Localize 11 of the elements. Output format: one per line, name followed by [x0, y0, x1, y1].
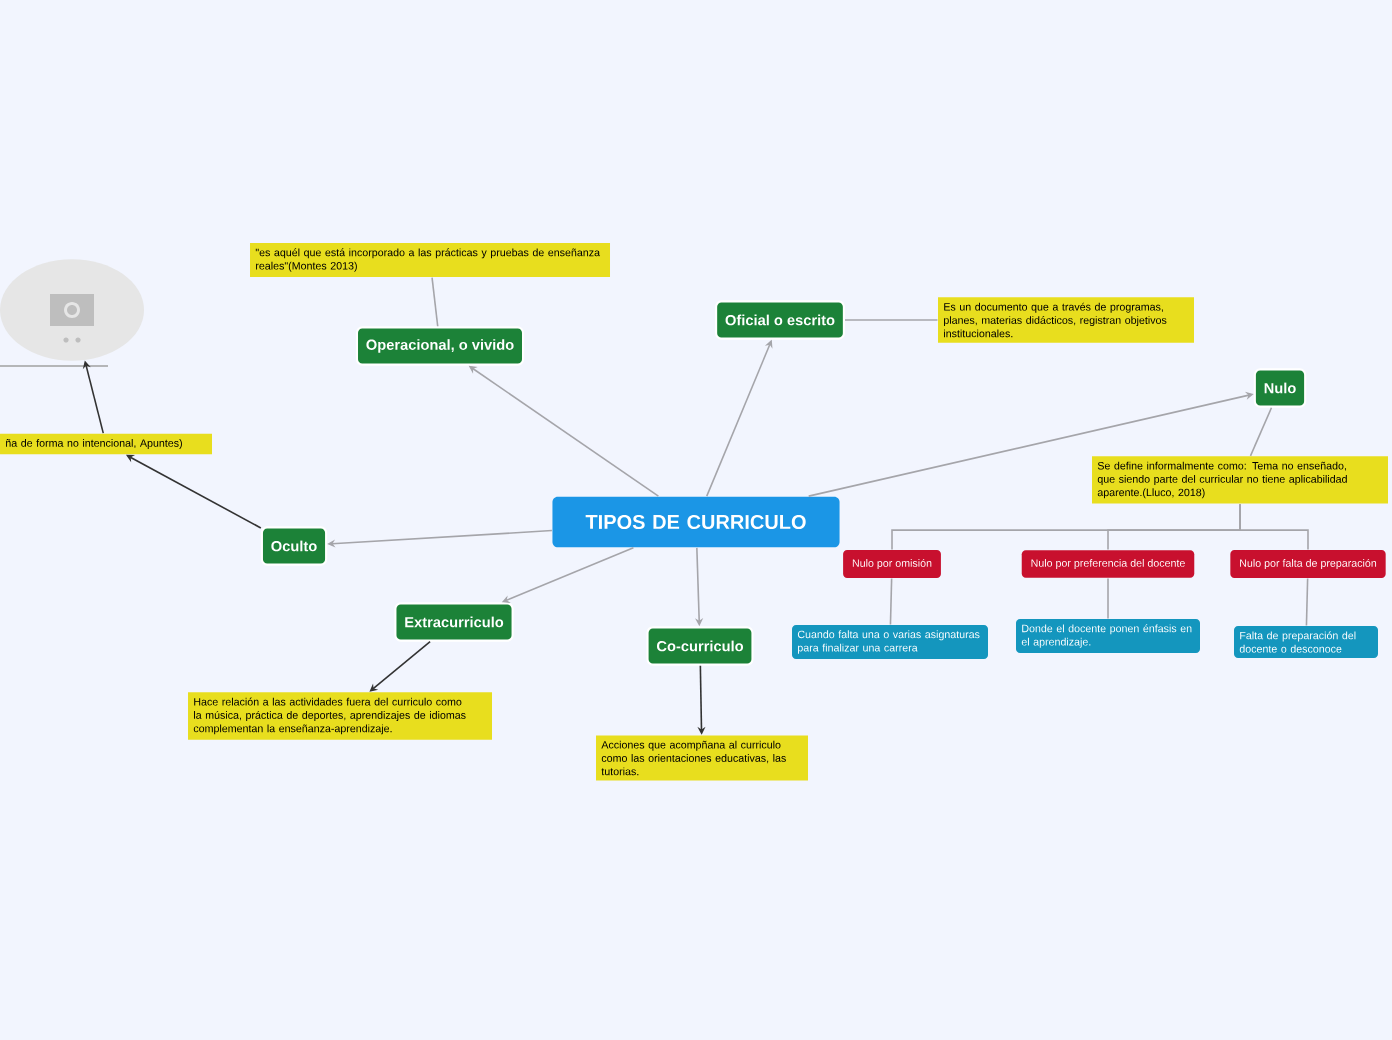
central-topic-box: TIPOS DE CURRICULO: [552, 496, 840, 548]
connector: [431, 276, 439, 328]
connector: [844, 319, 939, 321]
connector: [1249, 406, 1273, 457]
connector: [1239, 503, 1309, 551]
connector: [369, 640, 431, 692]
connector: [1305, 577, 1309, 627]
connector: [889, 577, 893, 626]
connector: [1107, 577, 1109, 620]
connector: [126, 454, 262, 529]
picture: [0, 259, 144, 361]
